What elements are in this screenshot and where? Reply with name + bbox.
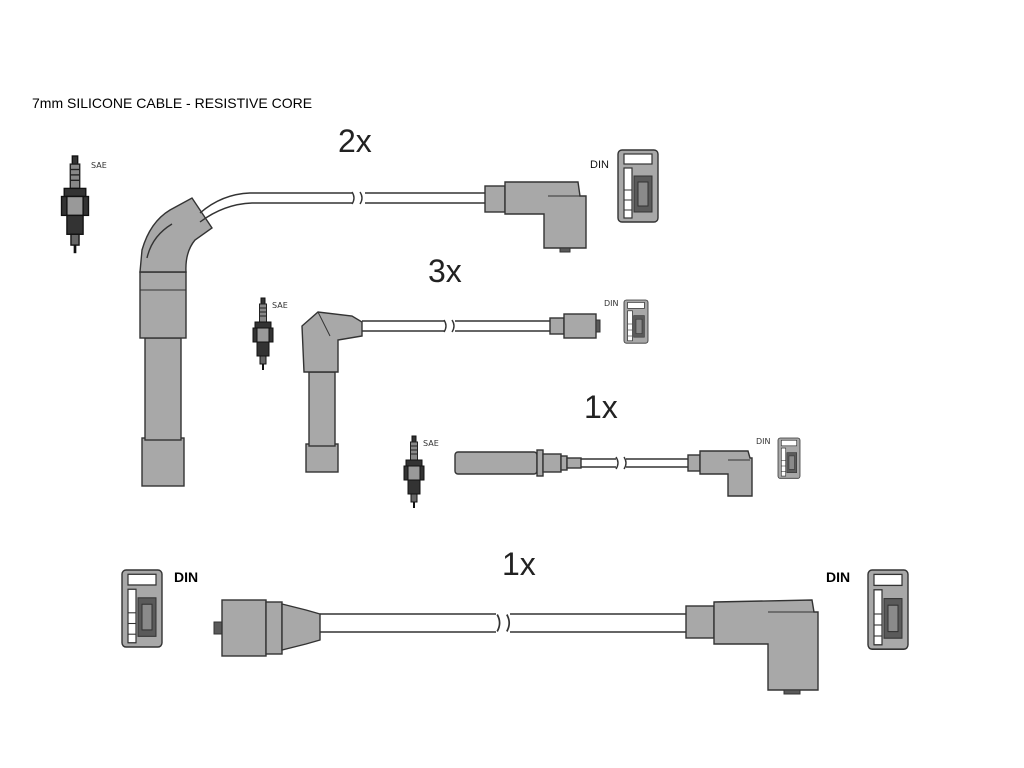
diagram-caption: 7mm SILICONE CABLE - RESISTIVE CORE xyxy=(32,95,312,111)
lead-4-left-label: DIN xyxy=(174,569,198,585)
lead-2-coil-label: DIN xyxy=(604,299,619,308)
boot-angled-icon xyxy=(301,311,363,473)
coil-tower-icon xyxy=(121,569,163,648)
spark-plug-icon xyxy=(60,154,90,255)
coil-tower-icon xyxy=(777,437,801,479)
boot-straight-icon xyxy=(213,599,321,657)
coil-tower-icon xyxy=(617,149,659,223)
lead-3-plug-label: SAE xyxy=(423,439,439,448)
lead-4-quantity: 1x xyxy=(502,546,536,582)
boot-straight-icon xyxy=(454,449,582,477)
lead-group-2: 3x SAE DIN xyxy=(252,253,649,473)
lead-3-coil-label: DIN xyxy=(756,437,771,446)
spark-plug-icon xyxy=(403,435,425,509)
lead-group-1: 2x SAE DIN xyxy=(60,123,659,487)
boot-angled-icon xyxy=(687,450,753,497)
coil-tower-icon xyxy=(867,569,909,650)
lead-3-quantity: 1x xyxy=(584,389,618,425)
lead-2-quantity: 3x xyxy=(428,253,462,289)
boot-angled-icon xyxy=(484,181,587,253)
lead-1-quantity: 2x xyxy=(338,123,372,159)
lead-4-right-label: DIN xyxy=(826,569,850,585)
coil-tower-icon xyxy=(623,299,649,344)
spark-plug-icon xyxy=(252,297,274,371)
boot-straight-icon xyxy=(139,197,213,487)
lead-group-3: 1x SAE DIN xyxy=(403,389,801,509)
boot-straight-icon xyxy=(549,313,601,339)
lead-group-4: 1x DIN DIN xyxy=(121,546,909,695)
lead-1-coil-label: DIN xyxy=(590,159,609,171)
lead-1-plug-label: SAE xyxy=(91,161,107,170)
boot-angled-icon xyxy=(685,599,819,695)
lead-2-plug-label: SAE xyxy=(272,301,288,310)
